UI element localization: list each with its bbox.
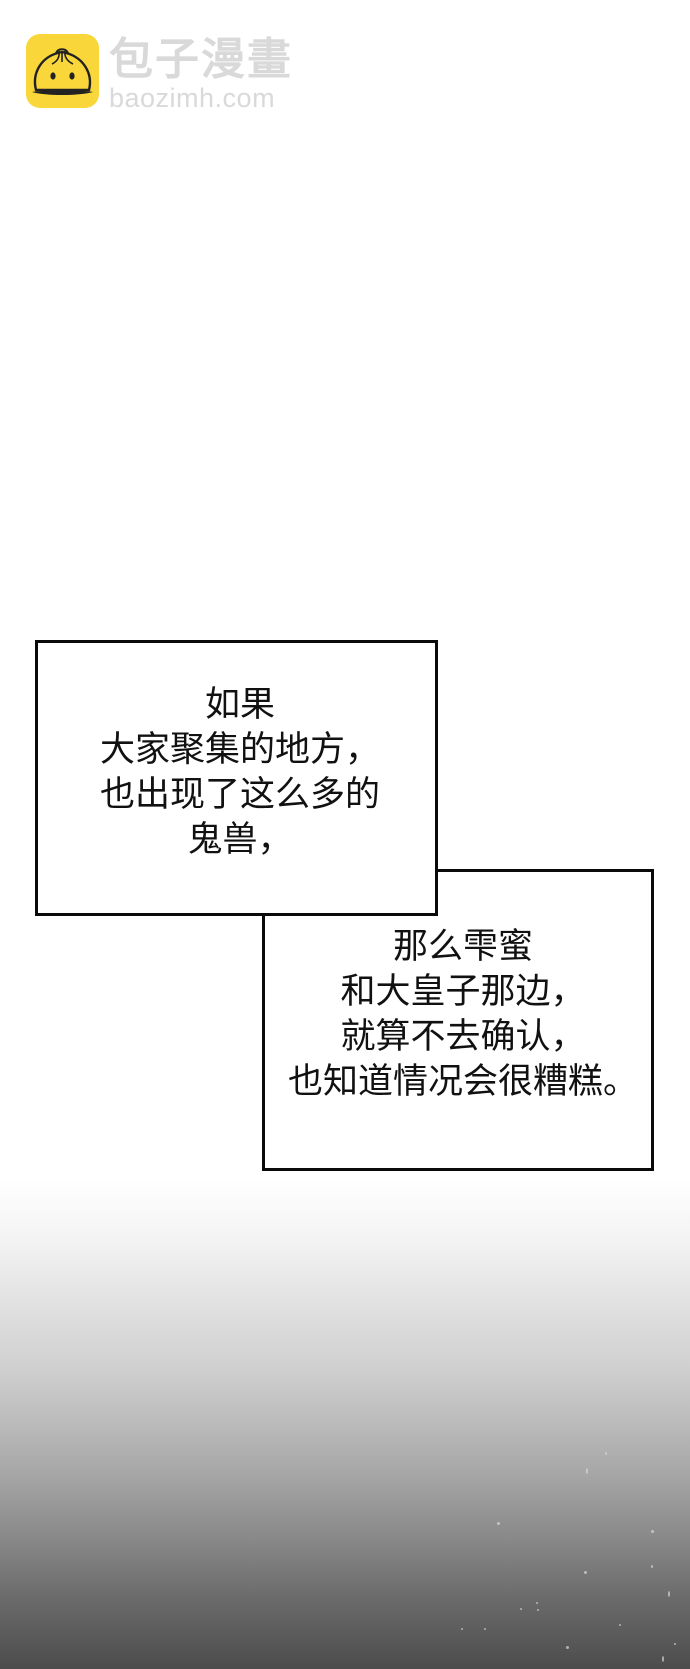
speech-line: 那么雫蜜 (392, 927, 533, 967)
bun-face-icon (32, 48, 93, 95)
speech-box-2 (262, 869, 654, 1171)
speech-line: 也出现了这么多的 (99, 775, 380, 815)
speech-text-2: 那么雫蜜 和大皇子那边， 就算不去确认， 也知道情况会很糟糕。 (268, 925, 658, 1105)
watermark-logo: 包子漫畫 baozimh.com (26, 34, 293, 112)
speech-line: 如果 (204, 685, 275, 725)
speech-text-1: 如果 大家聚集的地方， 也出现了这么多的 鬼兽， (70, 683, 410, 863)
speech-line: 和大皇子那边， (340, 972, 586, 1012)
speech-line: 就算不去确认， (340, 1017, 586, 1057)
watermark-title: 包子漫畫 (109, 34, 293, 85)
steamed-bun-mascot-icon (26, 34, 99, 108)
speech-box-1 (35, 640, 438, 916)
speech-line: 大家聚集的地方， (99, 730, 380, 770)
speech-line: 也知道情况会很糟糕。 (287, 1062, 638, 1102)
watermark-domain: baozimh.com (109, 83, 276, 113)
watermark-text: 包子漫畫 baozimh.com (109, 34, 293, 112)
speech-line: 鬼兽， (187, 820, 293, 860)
box-join-mask (265, 872, 435, 913)
